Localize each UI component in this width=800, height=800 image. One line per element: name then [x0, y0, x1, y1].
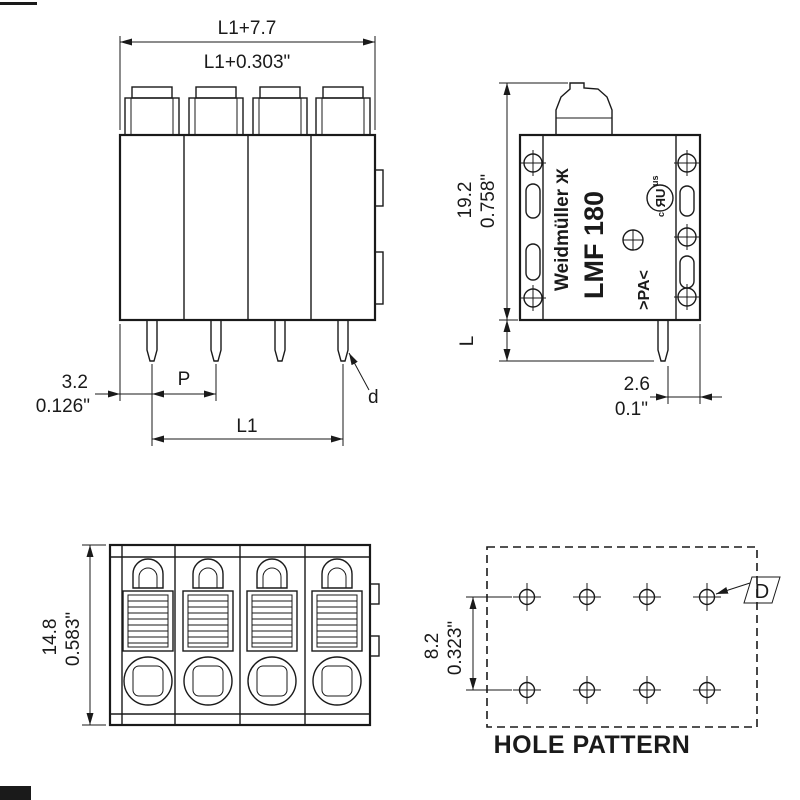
- dim-depth-inch: 0.583": [63, 612, 84, 666]
- side-body: [518, 133, 702, 322]
- top-view: 14.8 0.583": [40, 543, 380, 727]
- leader-line-hole: [715, 582, 751, 595]
- datum-flag: [743, 576, 781, 604]
- dim-depth-mm: 14.8: [40, 619, 61, 656]
- mounting-hole: [512, 582, 542, 612]
- mounting-hole: [692, 675, 722, 705]
- mounting-hole: [572, 582, 602, 612]
- ul-recognized-icon: ЯU: [653, 189, 668, 208]
- dim-pitch-label: P: [178, 369, 191, 390]
- mounting-hole: [572, 675, 602, 705]
- dim-height-mm: 19.2: [455, 182, 476, 219]
- clamp-profile: [555, 82, 613, 135]
- side-tab: [374, 251, 384, 305]
- solder-pin: [337, 319, 349, 362]
- hole-diameter-label: D: [755, 581, 769, 603]
- pole-top-view: [311, 558, 363, 706]
- model-text: LMF 180: [579, 191, 609, 299]
- pole-top-view: [182, 558, 234, 706]
- dim-row-spacing-inch: 0.323": [445, 621, 466, 675]
- screw-symbol: [519, 149, 547, 177]
- dim-offset-mm: 2.6: [624, 374, 650, 395]
- solder-pin: [657, 320, 669, 362]
- wire-clamp: [252, 86, 308, 136]
- solder-pin: [146, 319, 158, 362]
- pole-top-view: [122, 558, 174, 706]
- ul-suffix: us: [650, 175, 660, 186]
- screw-symbol: [673, 223, 701, 251]
- dim-row-spacing-mm: 8.2: [422, 633, 443, 659]
- mounting-hole: [512, 675, 542, 705]
- housing-slot: [525, 183, 541, 219]
- front-view: L1+7.7 L1+0.303" 3.2 0.126" P L1 d: [36, 18, 384, 446]
- solder-pin: [210, 319, 222, 362]
- housing-slot: [679, 185, 695, 217]
- weidmueller-logo: Ж: [553, 168, 572, 185]
- leader-line-pin: [348, 352, 370, 391]
- csa-mark: [622, 229, 644, 251]
- dim-width-mm: L1+7.7: [218, 18, 277, 39]
- screw-symbol: [519, 284, 547, 312]
- pole-top-view: [246, 558, 298, 706]
- ul-prefix: c: [656, 212, 666, 217]
- page-mark: [0, 2, 37, 5]
- side-view: Weidmüller Ж LMF 180 >PA< c ЯU us 19.2 0…: [455, 82, 722, 420]
- dim-offset-inch: 0.1": [615, 399, 648, 420]
- page-mark: [0, 786, 31, 800]
- dim-pin-label: d: [368, 387, 379, 408]
- dim-height-inch: 0.758": [478, 174, 499, 228]
- side-tab: [369, 583, 380, 605]
- housing-slot: [679, 255, 695, 289]
- wire-clamp: [188, 86, 244, 136]
- hole-pattern-view: 8.2 0.323" D HOLE PATTERN: [422, 546, 781, 759]
- side-tab: [374, 169, 384, 207]
- dim-margin-mm: 3.2: [62, 372, 88, 393]
- dim-margin-inch: 0.126": [36, 396, 90, 417]
- wire-clamp: [124, 86, 180, 136]
- screw-symbol: [673, 149, 701, 177]
- material-text: >PA<: [636, 270, 653, 310]
- brand-text: Weidmüller: [552, 188, 573, 291]
- hole-pattern-title: HOLE PATTERN: [494, 731, 691, 759]
- dim-span-label: L1: [236, 416, 257, 437]
- ul-mark: c ЯU us: [646, 175, 674, 217]
- mounting-hole: [692, 582, 722, 612]
- board-outline: [486, 546, 758, 728]
- wire-clamp: [315, 86, 371, 136]
- housing-slot: [525, 243, 541, 281]
- side-tab: [369, 635, 380, 657]
- solder-pin: [274, 319, 286, 362]
- mounting-hole: [632, 675, 662, 705]
- dim-width-inch: L1+0.303": [204, 52, 291, 73]
- dim-pin-length-label: L: [457, 336, 478, 347]
- mounting-hole: [632, 582, 662, 612]
